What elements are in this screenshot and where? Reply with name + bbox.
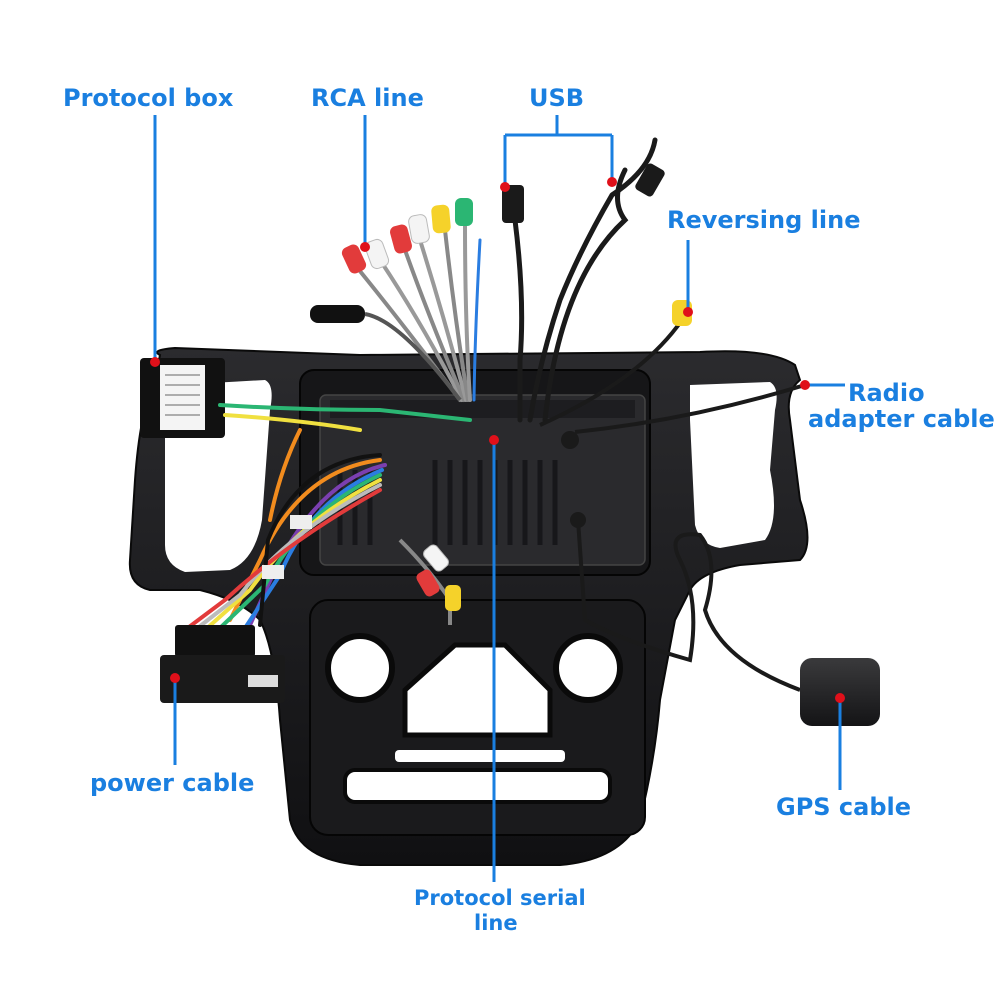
label-gps-cable: GPS cable: [776, 793, 912, 821]
marker-gps: [835, 693, 845, 703]
marker-reversing: [683, 307, 693, 317]
center-rca-pair: [398, 538, 461, 625]
callout-lines: [153, 115, 845, 882]
wire-labels: [262, 515, 312, 579]
gps-cable: [570, 512, 880, 726]
usb-cables: [512, 137, 658, 423]
marker-rca: [360, 242, 370, 252]
label-protocol-serial-line2: line: [474, 911, 518, 935]
radio-adapter-cable: [561, 383, 806, 449]
red-markers: [150, 177, 845, 703]
label-power-cable: power cable: [90, 769, 255, 797]
rca-plugs: [341, 198, 473, 274]
dash-frame: [128, 346, 809, 866]
mic-jack: [310, 305, 462, 402]
label-radio-adapter-line1: Radio: [848, 379, 925, 407]
protocol-box: [140, 358, 225, 438]
marker-radio-adapter: [800, 380, 810, 390]
rca-cables: [353, 223, 482, 402]
label-usb: USB: [529, 84, 585, 112]
marker-usb-left: [500, 182, 510, 192]
label-rca-line: RCA line: [311, 84, 424, 112]
power-connector: [160, 625, 285, 703]
marker-protocol-serial: [489, 435, 499, 445]
marker-protocol-box: [150, 357, 160, 367]
marker-usb-right: [607, 177, 617, 187]
marker-power: [170, 673, 180, 683]
usb-plugs: [502, 163, 665, 223]
label-reversing-line: Reversing line: [667, 206, 861, 234]
label-protocol-box: Protocol box: [63, 84, 234, 112]
callout-usb: [503, 115, 614, 185]
label-radio-adapter-line2: adapter cable: [808, 405, 995, 433]
label-protocol-serial-line1: Protocol serial: [414, 886, 586, 910]
